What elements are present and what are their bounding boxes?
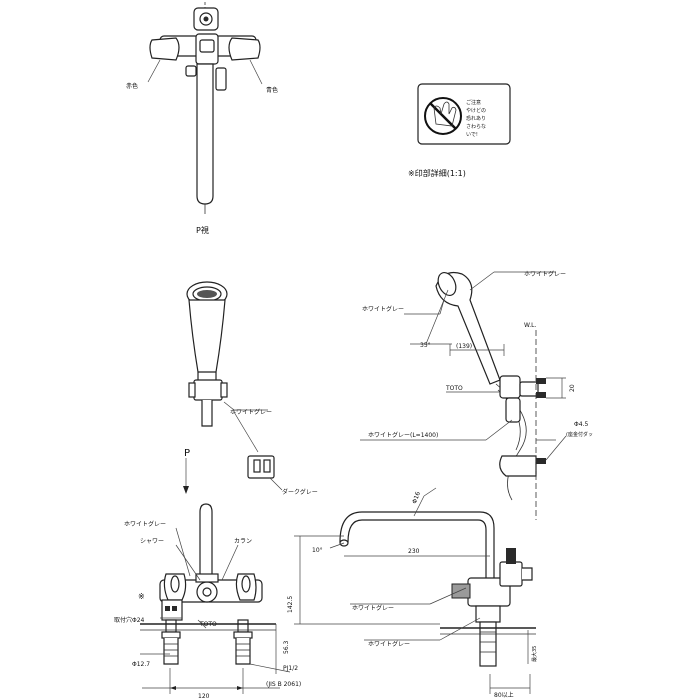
label-white-gray-body: ホワイトグレー [124,520,166,528]
dim-20: 20 [569,384,576,392]
warning-text-2: やけどの [466,107,486,114]
label-asterisk: ※ [138,592,145,601]
label-white-gray-hose-r: ホワイトグレー(L=1400) [368,431,438,439]
label-pj12: PJ1/2 [283,665,298,672]
label-shower: シャワー [140,538,164,545]
side-view-spout [294,487,536,694]
label-toto-r: TOTO [445,385,463,392]
label-screw-note: (座金付ダッ [566,431,593,438]
label-white-gray-shower-r: ホワイトグレー [524,270,566,278]
dim-56-3: 56.3 [283,640,290,654]
top-view [147,2,263,214]
dim-120: 120 [198,693,210,700]
warning-text-1: ご注意 [466,99,481,106]
label-p-arrow: P [184,448,190,459]
side-view-shower [360,271,567,520]
label-p-view: P視 [196,226,209,235]
dim-phi4-5: Φ4.5 [574,421,588,428]
label-red: 赤色 [126,82,138,90]
label-white-gray-head: ホワイトグレー [362,305,404,313]
dim-80: 80以上 [494,691,514,699]
dim-phi16: Φ16 [411,491,422,505]
label-faucet: カラン [234,538,252,545]
warning-sticker-detail [417,83,511,145]
dim-139: (139) [456,343,472,350]
dim-35deg: 35° [420,342,431,349]
warning-text-5: いで! [466,132,478,138]
warning-text-3: 恐れあり [466,116,486,122]
label-white-gray-spout: ホワイトグレー [352,604,394,612]
label-max35: 最大35 [531,646,538,662]
label-toto-bottom: TOTO [199,621,217,628]
dim-230: 230 [408,548,420,555]
detail-title: ※印部詳細(1:1) [408,168,466,178]
label-blue: 青色 [266,86,278,94]
front-view-shower [186,281,283,491]
label-white-gray-holder: ホワイトグレー [230,408,272,416]
dim-phi12-7: Φ12.7 [132,661,150,668]
label-wl: W.L. [524,322,536,329]
front-view-faucet [140,503,291,694]
label-jis: (JIS B 2061) [266,681,301,688]
warning-text-4: さわらな [466,123,486,130]
p-arrow [183,458,189,494]
dim-142-5: 142.5 [287,596,294,613]
label-dark-gray: ダークグレー [282,488,318,496]
label-white-gray-base: ホワイトグレー [368,640,410,648]
label-mount-hole: 取付穴Φ24 [114,616,145,624]
dim-10deg: 10° [312,547,323,554]
